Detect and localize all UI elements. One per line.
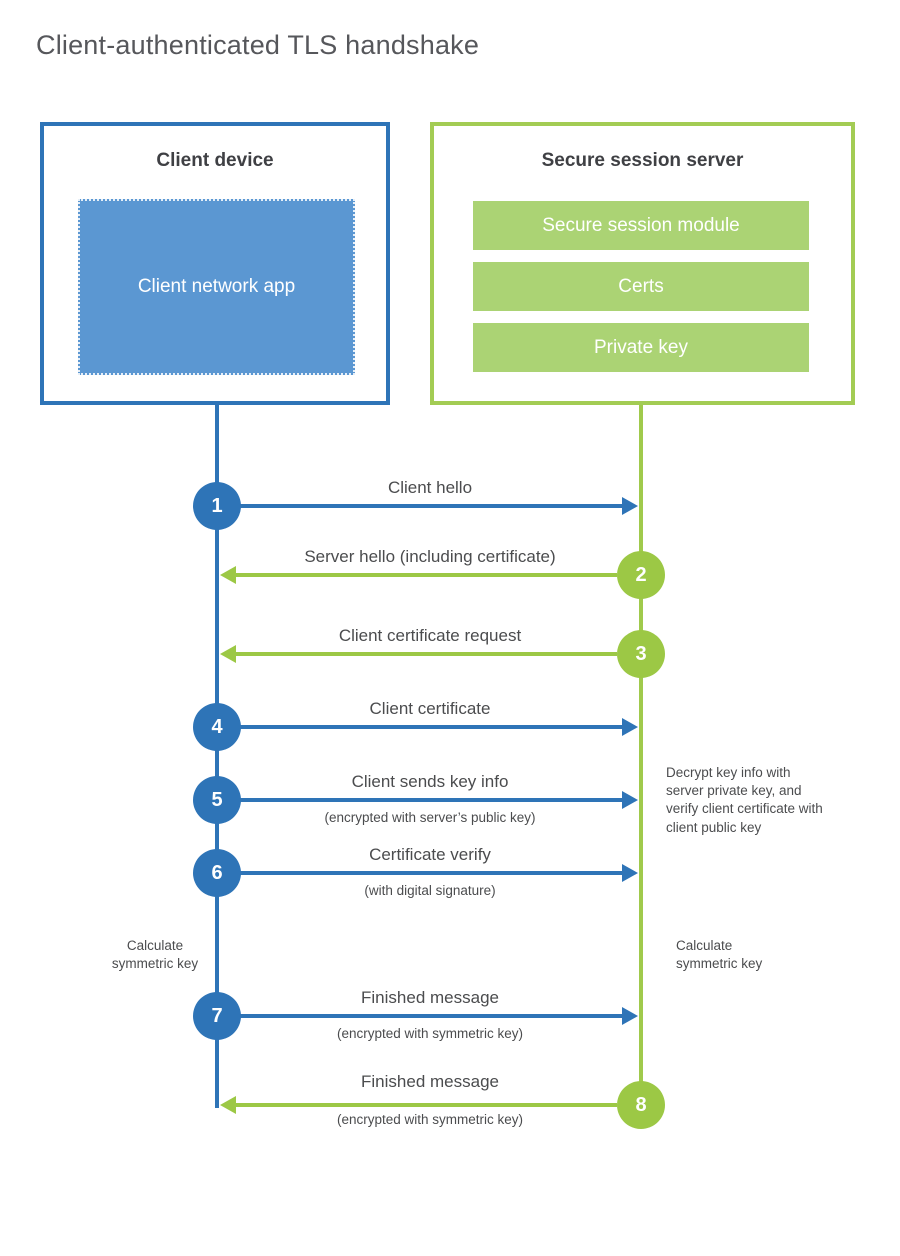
step-number: 7 [211,1004,223,1027]
arrow-right-icon [622,497,638,515]
arrow-line [240,725,622,729]
client-network-app-label: Client network app [137,276,296,298]
arrow-left-icon [220,1096,236,1114]
step-circle: 2 [617,551,665,599]
step-number: 4 [211,715,223,738]
arrow-right-icon [622,718,638,736]
message-label: Client certificate request [338,626,522,645]
step-number: 8 [635,1093,647,1116]
arrow-line [236,1103,617,1107]
step-number: 5 [211,788,223,811]
arrow-left-icon [220,566,236,584]
server-lifeline [639,405,643,1105]
arrow-line [240,798,622,802]
calc-symmetric-key-note-client: Calculate symmetric key [111,938,199,972]
step-circle: 3 [617,630,665,678]
step-number: 6 [211,861,223,884]
client-lifeline [215,405,219,1108]
server-module-label: Private key [594,336,688,358]
secure-session-server-title: Secure session server [541,150,744,171]
step-circle: 8 [617,1081,665,1129]
step-circle: 7 [193,992,241,1040]
client-network-app-box: Client network app [78,199,355,375]
message-label: Finished message [361,1072,499,1091]
message-label: Certificate verify [369,845,491,864]
step-number: 1 [211,494,223,517]
message-label: Finished message [361,988,499,1007]
message-sublabel: (encrypted with symmetric key) [336,1112,524,1127]
message-label: Client hello [387,478,473,497]
message-sublabel: (encrypted with symmetric key) [336,1026,524,1041]
decrypt-note: Decrypt key info with server private key… [666,765,823,835]
arrow-line [240,871,622,875]
step-number: 3 [635,642,647,665]
message-label: Client certificate [369,699,491,718]
step-circle: 5 [193,776,241,824]
step-number: 2 [635,563,647,586]
calc-symmetric-key-note-server: Calculate symmetric key [676,938,763,972]
message-label: Server hello (including certificate) [304,547,556,566]
arrow-line [236,573,617,577]
message-label: Client sends key info [351,772,509,791]
arrow-left-icon [220,645,236,663]
server-module-bar: Certs [473,262,809,311]
step-circle: 1 [193,482,241,530]
arrow-right-icon [622,864,638,882]
server-module-label: Secure session module [542,214,740,236]
server-module-bar: Secure session module [473,201,809,250]
arrow-right-icon [622,791,638,809]
step-circle: 6 [193,849,241,897]
step-circle: 4 [193,703,241,751]
server-module-bar: Private key [473,323,809,372]
arrow-line [240,504,622,508]
arrow-line [236,652,617,656]
message-sublabel: (encrypted with server’s public key) [324,810,536,825]
message-sublabel: (with digital signature) [364,883,496,898]
client-device-title: Client device [156,150,274,171]
server-module-label: Certs [618,275,664,297]
page-title: Client-authenticated TLS handshake [36,30,480,60]
arrow-right-icon [622,1007,638,1025]
arrow-line [240,1014,622,1018]
